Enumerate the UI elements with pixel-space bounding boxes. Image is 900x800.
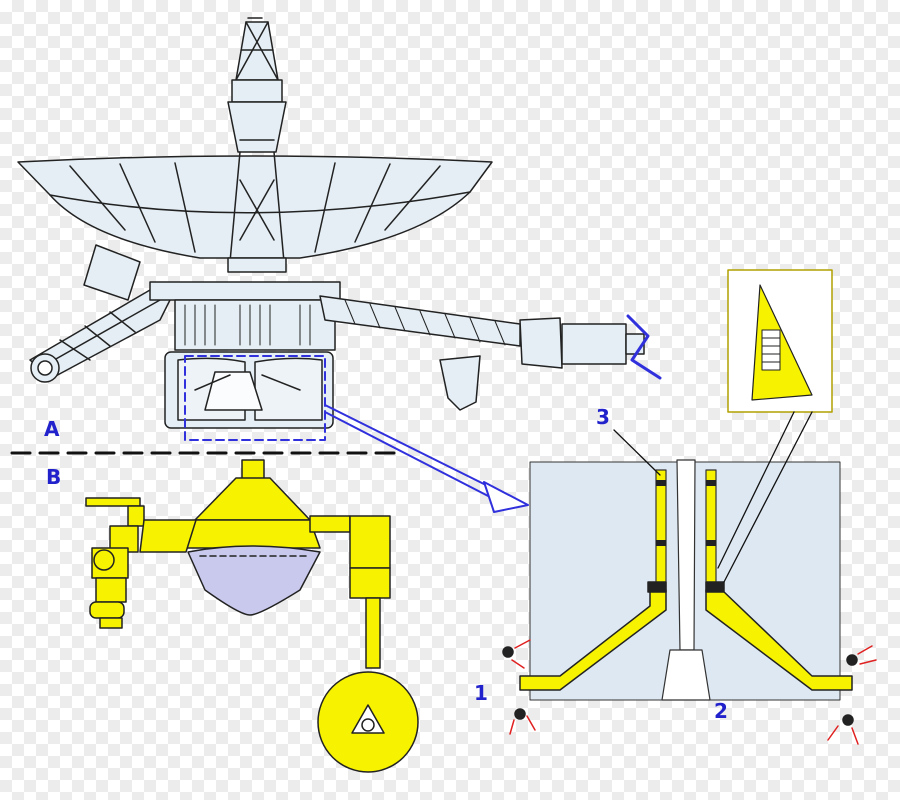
callout-label-1: 1 <box>474 681 488 705</box>
central-stem <box>655 459 717 701</box>
bolt-markers <box>656 480 716 546</box>
callout-label-2: 2 <box>714 699 728 723</box>
callout-leaders <box>613 411 813 583</box>
low-gain-horn <box>83 244 141 301</box>
antenna-mast <box>227 17 287 153</box>
orbiter-spacecraft <box>17 17 645 429</box>
detail-selection-box <box>184 355 326 441</box>
lander-assembly <box>85 459 419 773</box>
spacecraft-bus <box>149 281 341 429</box>
left-instrument-arm <box>85 497 197 629</box>
probe-capsule <box>185 459 321 616</box>
callout-label-3: 3 <box>596 405 610 429</box>
separation-bracket-left <box>519 581 667 691</box>
science-boom <box>319 295 645 411</box>
label-section-a: A <box>44 417 60 441</box>
separation-bracket-right <box>705 581 853 691</box>
detail-pointer-arrow <box>324 404 529 513</box>
magnetometer-tip <box>626 314 662 380</box>
right-leg <box>309 515 419 773</box>
separation-detail-panel <box>502 459 877 745</box>
rtg-boom <box>29 289 171 383</box>
inset-detail <box>727 269 833 413</box>
label-section-b: B <box>46 465 61 489</box>
high-gain-antenna-dish <box>17 151 493 273</box>
pyro-spark-markers <box>502 639 877 745</box>
